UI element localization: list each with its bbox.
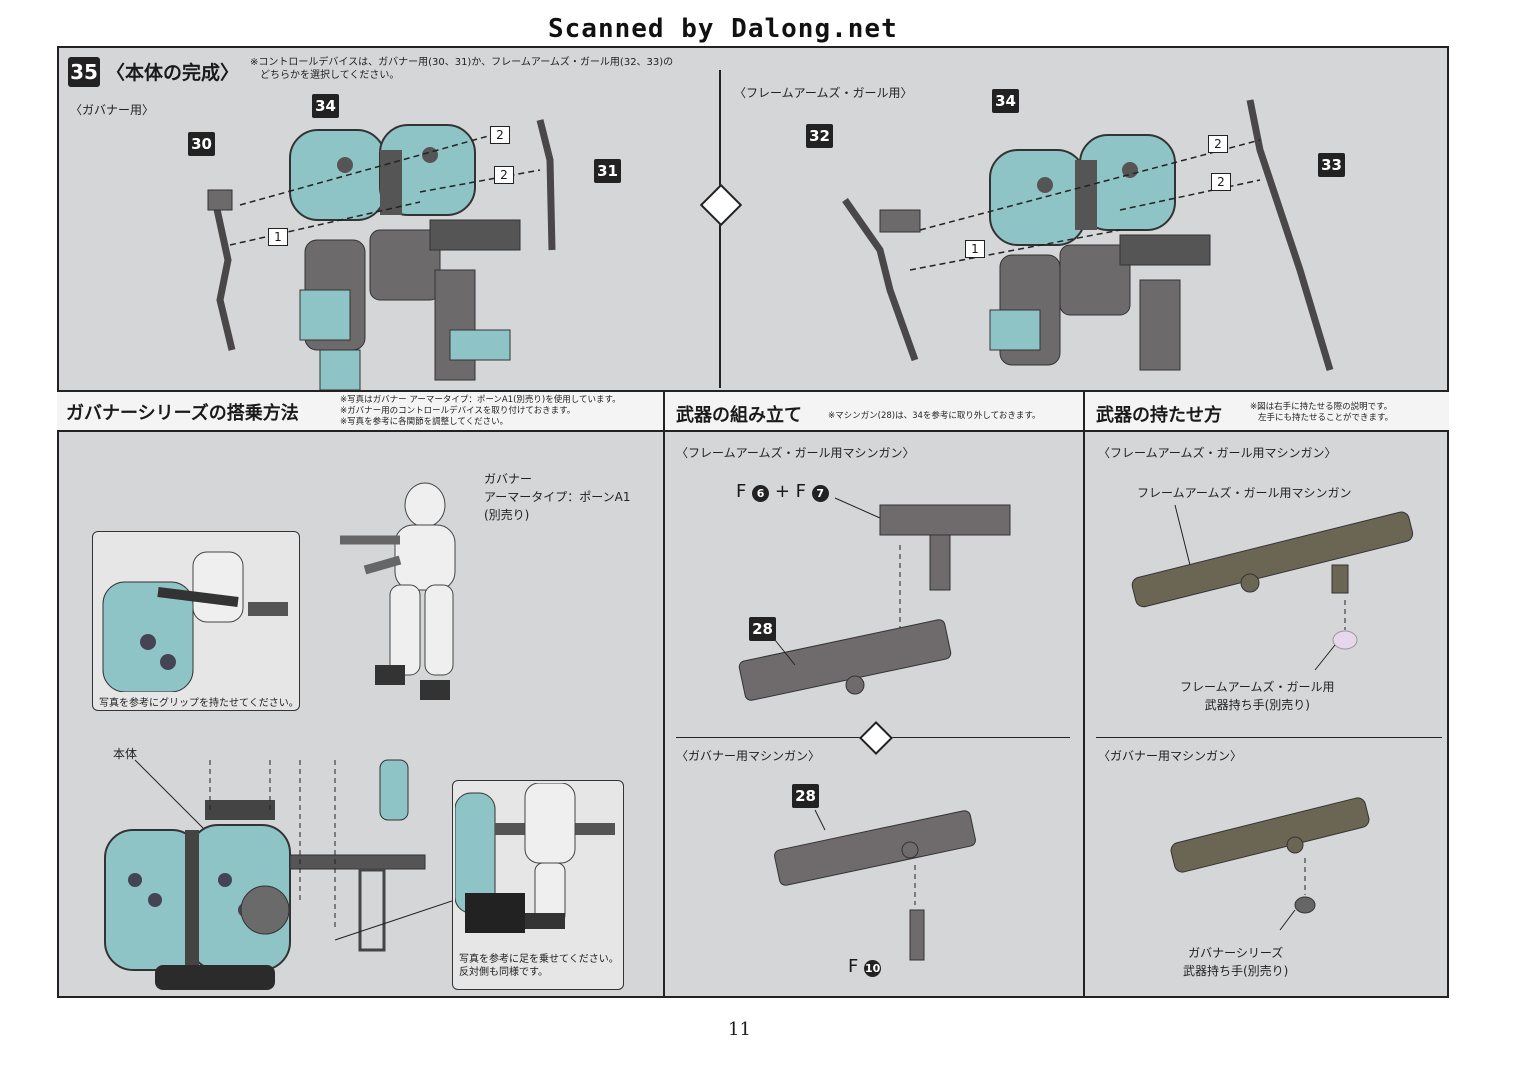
wa-fag-part-num7: 7 xyxy=(811,485,829,502)
wh-fag-gun-name: フレームアームズ・ガール用マシンガン xyxy=(1137,486,1352,500)
foot-photo-caption-1: 写真を参考に足を乗せてください。 xyxy=(459,954,619,965)
page-number: 11 xyxy=(728,1019,751,1040)
part-label-32: 32 xyxy=(806,124,833,148)
mecha-illustration-governor xyxy=(207,119,556,390)
sequence-1-fag: 1 xyxy=(965,240,985,258)
wa-part-28-fag: 28 xyxy=(749,617,776,641)
step-divider xyxy=(719,70,721,388)
governor-variant-label: 〈ガバナー用〉 xyxy=(70,103,155,117)
foot-photo-caption-2: 反対側も同様です。 xyxy=(459,967,548,978)
wh-fag-hand-1: フレームアームズ・ガール用 xyxy=(1180,680,1335,694)
step-note-line1: ※コントロールデバイスは、ガバナー用(30、31)か、フレームアームズ・ガール用… xyxy=(250,57,674,68)
weapon-holding-title: 武器の持たせ方 xyxy=(1096,405,1222,426)
part-label-31: 31 xyxy=(594,159,621,183)
wa-fag-part-plus: + F xyxy=(774,481,806,502)
wa-gov-part-num10: 10 xyxy=(864,960,882,977)
wh-gov-gun-illustration xyxy=(1170,797,1370,931)
step-title: 〈本体の完成〉 xyxy=(106,62,240,84)
pilot-figure-illustration xyxy=(340,482,456,700)
foot-photo-caption: 写真を参考に足を乗せてください。 反対側も同様です。 xyxy=(459,953,619,979)
grip-photo-caption: 写真を参考にグリップを持たせてください。 xyxy=(99,698,299,709)
sequence-2b-fag: 2 xyxy=(1211,173,1231,191)
sequence-2-fag: 2 xyxy=(1208,135,1228,153)
wh-fag-label: 〈フレームアームズ・ガール用マシンガン〉 xyxy=(1098,446,1337,460)
weapon-holding-note-2: 左手にも持たせることができます。 xyxy=(1258,413,1394,423)
grip-photo-image xyxy=(102,551,288,692)
governor-section-notes: ※写真はガバナー アーマータイプ：ポーンA1(別売り)を使用しています。 ※ガバ… xyxy=(340,395,621,428)
wa-gov-gun-illustration xyxy=(774,809,976,961)
step-note-line2: どちらかを選択してください。 xyxy=(260,70,400,81)
wh-fag-hand-label: フレームアームズ・ガール用 武器持ち手(別売り) xyxy=(1180,678,1335,714)
divider-left xyxy=(663,390,665,998)
watermark: Scanned by Dalong.net xyxy=(548,14,898,44)
step-number: 35 xyxy=(68,57,100,87)
wa-gov-part-f: F xyxy=(848,956,859,977)
wa-fag-part-f1: F xyxy=(736,481,747,502)
divider-right xyxy=(1083,390,1085,998)
foot-photo-image xyxy=(455,783,615,933)
weapon-holding-note-1: ※図は右手に持たせる際の説明です。 xyxy=(1250,402,1393,412)
body-label: 本体 xyxy=(113,747,138,761)
governor-note-2: ※ガバナー用のコントロールデバイスを取り付けておきます。 xyxy=(340,406,576,416)
wa-fag-label: 〈フレームアームズ・ガール用マシンガン〉 xyxy=(676,446,915,460)
part-label-30: 30 xyxy=(188,132,215,156)
wa-fag-part-num6: 6 xyxy=(752,485,770,502)
governor-section-title: ガバナーシリーズの搭乗方法 xyxy=(66,403,299,424)
wa-fag-gun-illustration xyxy=(738,497,1011,701)
pilot-figure-label-2: アーマータイプ：ポーンA1 xyxy=(484,490,631,504)
fag-variant-label: 〈フレームアームズ・ガール用〉 xyxy=(734,86,913,100)
wa-gov-parts: F 10 xyxy=(848,956,882,977)
weapon-holding-notes: ※図は右手に持たせる際の説明です。 左手にも持たせることができます。 xyxy=(1250,402,1393,424)
wh-gov-label: 〈ガバナー用マシンガン〉 xyxy=(1098,749,1243,763)
photo-foot: 写真を参考に足を乗せてください。 反対側も同様です。 xyxy=(452,780,624,990)
weapon-assembly-note: ※マシンガン(28)は、34を参考に取り外しておきます。 xyxy=(828,411,1041,421)
part-label-33: 33 xyxy=(1318,153,1345,177)
wh-divider xyxy=(1096,737,1442,738)
wa-fag-parts: F 6 + F 7 xyxy=(736,481,829,502)
sequence-1: 1 xyxy=(268,228,288,246)
section-header-band xyxy=(57,390,1449,432)
mecha-illustration-fag xyxy=(842,99,1334,372)
sequence-2: 2 xyxy=(490,126,510,144)
pilot-figure-label-3: (別売り) xyxy=(484,508,530,522)
wh-gov-hand-label: ガバナーシリーズ 武器持ち手(別売り) xyxy=(1183,944,1288,980)
weapon-assembly-title: 武器の組み立て xyxy=(676,405,802,426)
step-note: ※コントロールデバイスは、ガバナー用(30、31)か、フレームアームズ・ガール用… xyxy=(250,56,673,82)
governor-note-3: ※写真を参考に各関節を調整してください。 xyxy=(340,417,509,427)
wh-gov-hand-2: 武器持ち手(別売り) xyxy=(1183,964,1289,978)
photo-grip: 写真を参考にグリップを持たせてください。 xyxy=(92,531,300,711)
part-label-34-fag: 34 xyxy=(992,89,1019,113)
sequence-2b: 2 xyxy=(494,166,514,184)
wa-gov-label: 〈ガバナー用マシンガン〉 xyxy=(676,749,821,763)
wa-part-28-gov: 28 xyxy=(792,784,819,808)
pilot-figure-label: ガバナー アーマータイプ：ポーンA1 (別売り) xyxy=(484,470,631,524)
wh-gov-hand-1: ガバナーシリーズ xyxy=(1188,946,1284,960)
wh-fag-gun-illustration xyxy=(1131,505,1414,671)
pilot-figure-label-1: ガバナー xyxy=(484,472,533,486)
governor-note-1: ※写真はガバナー アーマータイプ：ポーンA1(別売り)を使用しています。 xyxy=(340,395,621,405)
wh-fag-hand-2: 武器持ち手(別売り) xyxy=(1204,698,1310,712)
boarding-illustration xyxy=(104,759,455,990)
part-label-34: 34 xyxy=(312,94,339,118)
